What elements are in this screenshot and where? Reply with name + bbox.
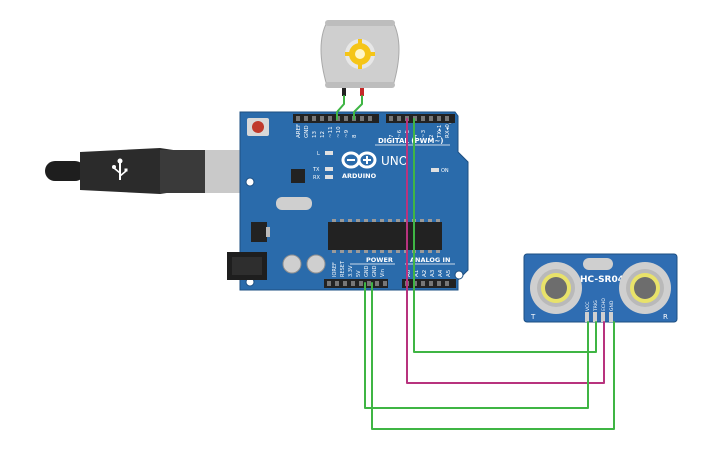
wire-gnd[interactable]	[371, 282, 615, 430]
sensor-pin-labels: VCC TRIG ECHO GND	[585, 298, 615, 312]
led-tx	[325, 167, 333, 171]
pin-label-a4: A4	[438, 269, 444, 277]
pin-label-9: ~9	[344, 129, 350, 138]
power-label: POWER	[366, 256, 393, 264]
hc-sr04-sensor[interactable]: HC-SR04 T R VCC TRIG ECHO GND	[523, 253, 678, 323]
wire-vcc[interactable]	[364, 282, 589, 409]
usb-chip	[291, 169, 305, 183]
pin-label-3: ~3	[421, 129, 427, 138]
transducer-right	[619, 262, 671, 314]
led-on-label: ON	[441, 168, 449, 174]
pin-label-a5: A5	[446, 269, 452, 277]
wire-trig[interactable]	[406, 118, 605, 384]
arduino-uno-board[interactable]: AREF GND 13 12 ~11 ~10 ~9 8 7 ~6 ~5 4 ~3…	[227, 111, 469, 291]
usb-cable[interactable]	[45, 148, 254, 194]
reset-button[interactable]	[252, 121, 264, 133]
wire-motor-2[interactable]	[353, 95, 363, 120]
pin-label-3v3: 3.3V	[348, 265, 354, 277]
pin-label-gnd-2: GND	[372, 265, 378, 277]
crystal	[276, 197, 312, 210]
sensor-crystal	[583, 258, 613, 270]
usb-icon	[112, 158, 128, 180]
pin-label-7: 7	[389, 134, 395, 138]
pin-label-gnd: GND	[304, 125, 310, 138]
pin-label-ioref: IOREF	[332, 262, 338, 277]
led-tx-label: TX	[312, 167, 320, 173]
capacitor-1	[282, 254, 302, 274]
led-l	[325, 151, 333, 155]
pin-label-13: 13	[312, 131, 318, 138]
pin-label-8: 8	[352, 134, 358, 138]
sensor-pin-gnd: GND	[609, 300, 615, 311]
dc-motor[interactable]	[320, 20, 400, 96]
transducer-left	[530, 262, 582, 314]
uno-model: UNO	[381, 154, 408, 168]
pin-label-6: ~6	[397, 129, 403, 138]
sensor-corner-t: T	[530, 313, 536, 321]
analog-label: ANALOG IN	[410, 256, 450, 264]
pin-label-rx0: RX◂0	[445, 124, 451, 138]
motor-hub-icon	[345, 39, 375, 69]
sensor-title: HC-SR04	[580, 275, 624, 285]
power-header	[324, 279, 388, 288]
pin-label-a1: A1	[414, 270, 420, 277]
pin-label-vin: Vin	[380, 269, 386, 277]
motor-terminal-red	[360, 88, 364, 96]
pin-label-12: 12	[320, 131, 326, 138]
capacitor-2	[306, 254, 326, 274]
wire-motor-1[interactable]	[336, 95, 345, 120]
sensor-pin-vcc: VCC	[585, 302, 591, 311]
sensor-corner-r: R	[663, 313, 668, 321]
arduino-brand: ARDUINO	[342, 172, 377, 180]
atmega-chip	[328, 222, 442, 250]
pin-label-aref: AREF	[296, 124, 302, 138]
sensor-pin-trig: TRIG	[593, 300, 599, 312]
pin-label-reset: RESET	[340, 260, 346, 277]
motor-terminal-black	[342, 88, 346, 96]
pin-label-10: ~10	[336, 126, 342, 138]
pin-label-a2: A2	[422, 270, 428, 277]
pin-label-5v: 5V	[356, 270, 362, 277]
pin-label-11: ~11	[328, 126, 334, 138]
infinity-logo-icon	[341, 151, 377, 169]
regulator	[251, 222, 267, 242]
analog-pin-labels: A0 A1 A2 A3 A4 A5	[406, 269, 452, 277]
pin-label-a0: A0	[406, 269, 412, 277]
pin-label-2: 2	[429, 135, 435, 139]
sensor-pin-echo: ECHO	[601, 298, 607, 311]
pin-label-a3: A3	[430, 269, 436, 277]
digital-label: DIGITAL (PWM~)	[378, 137, 443, 145]
power-pin-labels: IOREF RESET 3.3V 5V GND GND Vin	[332, 260, 386, 277]
pin-label-gnd-1: GND	[364, 265, 370, 277]
led-rx	[325, 175, 333, 179]
led-l-label: L	[317, 151, 320, 157]
pin-label-4: 4	[413, 134, 419, 138]
led-on	[431, 168, 439, 172]
wire-echo[interactable]	[413, 118, 597, 353]
pin-label-tx1: TX▸1	[437, 125, 443, 139]
led-rx-label: RX	[313, 175, 320, 181]
digital-header-right	[386, 114, 455, 123]
